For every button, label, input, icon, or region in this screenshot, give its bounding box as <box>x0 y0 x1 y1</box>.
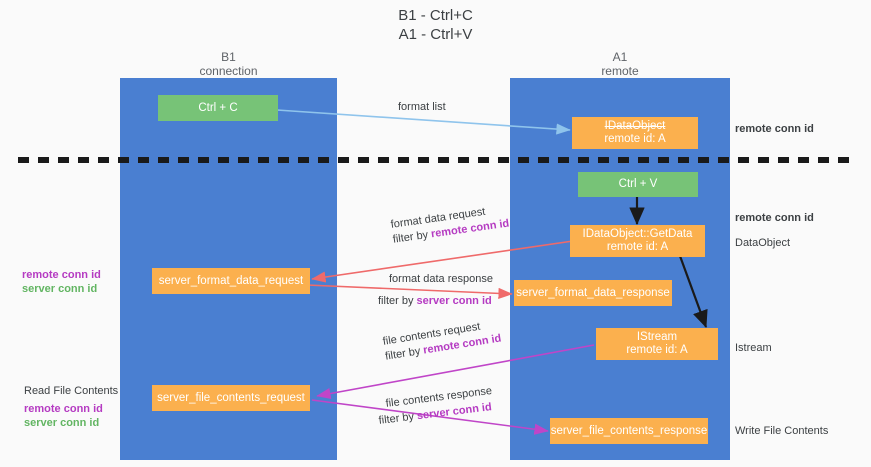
edge-label-format-list: format list <box>398 101 446 114</box>
column-header-b1-name: B1 <box>221 50 236 64</box>
arrow-file-contents-request <box>316 344 595 400</box>
right-label-write-file-contents-text: Write File Contents <box>735 425 829 437</box>
right-label-remote-conn-id-top: remote conn id <box>735 122 814 136</box>
right-label-istream-text: Istream <box>735 342 772 354</box>
left-label-server-conn-id-bottom: server conn id <box>24 417 100 429</box>
right-label-remote-conn-id-mid-text: remote conn id <box>735 212 814 224</box>
node-istream-title: IStream <box>636 331 678 343</box>
node-server-file-contents-response[interactable]: server_file_contents_response <box>550 418 708 444</box>
edge-label-format-data-response: format data response filter by server co… <box>378 273 493 308</box>
arrow-getdata-to-istream <box>678 255 708 329</box>
left-label-server-conn-id-mid: server conn id <box>22 283 98 295</box>
node-idataobject-title: IDataObject <box>604 120 666 132</box>
column-header-b1: B1 connection <box>120 50 337 78</box>
node-server-format-data-response-label: server_format_data_response <box>516 286 670 299</box>
right-label-write-file-contents: Write File Contents <box>735 424 828 438</box>
arrow-format-data-response <box>306 284 513 299</box>
node-ctrl-v-label: Ctrl + V <box>618 178 658 190</box>
right-label-dataobject: DataObject <box>735 236 790 250</box>
node-ctrl-c[interactable]: Ctrl + C <box>158 95 278 121</box>
left-label-read-file-contents: Read File Contents <box>24 384 118 398</box>
node-server-format-data-response[interactable]: server_format_data_response <box>514 280 672 306</box>
node-idataobject-getdata[interactable]: IDataObject::GetData remote id: A <box>570 225 705 257</box>
edge-label-format-data-response-text: format data response <box>389 273 493 285</box>
edge-label-format-data-response-filter: filter by server conn id <box>378 295 493 308</box>
arrow-format-list <box>276 109 571 135</box>
left-label-conn-ids-mid: remote conn id server conn id <box>22 268 101 296</box>
node-idataobject-sub: remote id: A <box>604 133 666 145</box>
column-header-a1: A1 remote <box>510 50 730 78</box>
left-label-remote-conn-id-bottom: remote conn id <box>24 403 103 415</box>
node-getdata-sub: remote id: A <box>606 241 669 253</box>
node-istream[interactable]: IStream remote id: A <box>596 328 718 360</box>
edge-label-format-list-text: format list <box>398 101 446 113</box>
node-istream-sub: remote id: A <box>626 344 688 356</box>
node-server-file-contents-response-label: server_file_contents_response <box>550 424 708 437</box>
node-ctrl-v[interactable]: Ctrl + V <box>578 172 698 197</box>
column-header-a1-name: A1 <box>612 50 628 64</box>
node-server-file-contents-request-label: server_file_contents_request <box>157 391 305 404</box>
column-header-b1-sub: connection <box>199 64 258 78</box>
node-server-file-contents-request[interactable]: server_file_contents_request <box>152 385 310 411</box>
filter-by-text-2: filter by <box>378 295 414 307</box>
left-label-remote-conn-id-mid: remote conn id <box>22 269 101 281</box>
right-label-istream: Istream <box>735 341 772 355</box>
node-getdata-title: IDataObject::GetData <box>582 228 693 240</box>
left-label-conn-ids-bottom: remote conn id server conn id <box>24 402 103 430</box>
right-label-remote-conn-id-mid: remote conn id <box>735 211 814 225</box>
right-label-dataobject-text: DataObject <box>735 237 791 249</box>
page-title-line1: B1 - Ctrl+C <box>398 7 473 24</box>
node-idataobject[interactable]: IDataObject remote id: A <box>572 117 698 149</box>
node-ctrl-c-label: Ctrl + C <box>198 101 238 114</box>
node-server-format-data-request[interactable]: server_format_data_request <box>152 268 310 294</box>
left-label-read-file-contents-text: Read File Contents <box>24 385 119 397</box>
page-title-line2: A1 - Ctrl+V <box>398 26 473 43</box>
right-label-remote-conn-id-top-text: remote conn id <box>735 123 814 135</box>
arrow-format-data-request <box>311 239 581 283</box>
arrow-file-contents-response <box>311 399 549 435</box>
node-server-format-data-request-label: server_format_data_request <box>158 274 304 287</box>
server-conn-id-text-2: server conn id <box>416 295 492 307</box>
column-header-a1-sub: remote <box>601 64 639 78</box>
page-title: B1 - Ctrl+C A1 - Ctrl+V <box>0 6 871 44</box>
